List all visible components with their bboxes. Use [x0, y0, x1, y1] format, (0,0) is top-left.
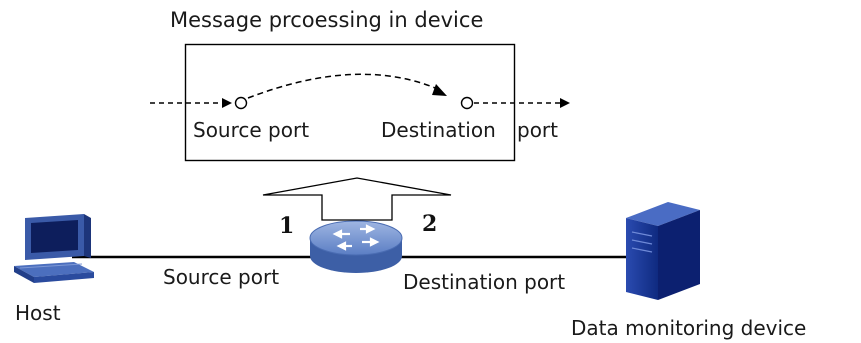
network-destination-port-label: Destination port	[403, 270, 566, 294]
outgoing-flow-arrow	[474, 98, 570, 108]
network-source-port-label: Source port	[163, 265, 280, 289]
switch-icon	[309, 220, 403, 273]
inner-destination-port-suffix: port	[517, 118, 558, 142]
port-number-2: 2	[422, 211, 438, 237]
inner-destination-port-label: Destination	[381, 118, 496, 142]
destination-port-node	[460, 96, 474, 110]
monitor-label: Data monitoring device	[571, 316, 807, 340]
incoming-flow-arrow	[150, 98, 232, 108]
source-port-node	[234, 96, 248, 110]
port-number-1: 1	[279, 213, 295, 239]
mirror-flow-arrow	[247, 73, 447, 99]
zoom-up-arrow	[262, 177, 452, 221]
desktop-computer-icon	[14, 214, 94, 283]
diagram-title: Message prcoessing in device	[170, 8, 484, 32]
inner-source-port-label: Source port	[193, 118, 310, 142]
host-label: Host	[15, 301, 61, 325]
server-tower-icon	[626, 202, 700, 300]
